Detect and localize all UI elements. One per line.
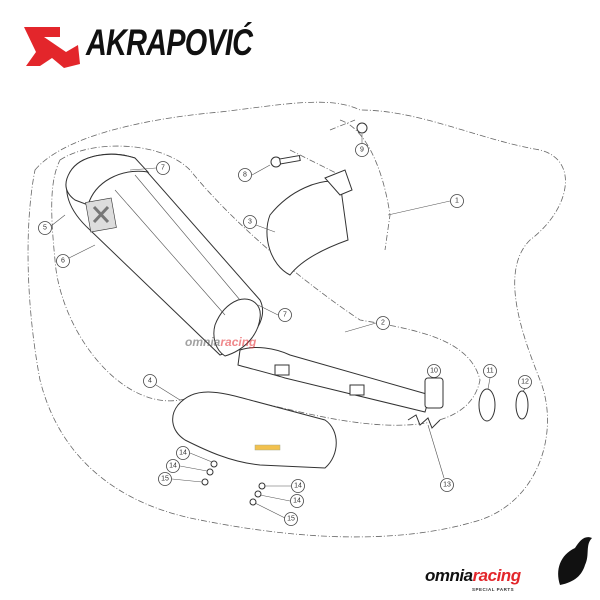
svg-text:10: 10: [430, 368, 438, 375]
svg-text:3: 3: [248, 219, 252, 226]
bracket-boundary-outline: [339, 119, 391, 251]
callout-5: 5: [38, 221, 52, 235]
svg-text:15: 15: [287, 516, 295, 523]
callout-14-d: 14: [290, 494, 304, 508]
svg-text:14: 14: [293, 498, 301, 505]
svg-text:2: 2: [381, 320, 385, 327]
link-pipe-part: [237, 347, 431, 413]
svg-text:14: 14: [169, 463, 177, 470]
callout-4: 4: [143, 374, 157, 388]
gasket-part: [424, 377, 444, 409]
callout-7-top: 7: [156, 161, 170, 175]
omniaracing-logo: omniaracing: [425, 566, 521, 585]
kit-boundary-outline: [27, 101, 566, 538]
omnia-watermark: omniaracing: [185, 335, 257, 349]
callout-12: 12: [518, 375, 532, 389]
heat-shield-part: [172, 391, 337, 469]
link-pipe-boundary-outline: [51, 145, 481, 426]
omnia-griffin-logo: [558, 537, 592, 585]
leader-lines: [50, 134, 526, 519]
svg-text:15: 15: [161, 476, 169, 483]
omniaracing-tagline: SPECIAL PARTS: [472, 587, 515, 592]
callout-7-bottom: 7: [278, 308, 292, 322]
callout-13: 13: [440, 478, 454, 492]
callout-6: 6: [56, 254, 70, 268]
bolt-guide-line: [289, 119, 356, 176]
callout-14-b: 14: [166, 459, 180, 473]
callout-14-a: 14: [176, 446, 190, 460]
muffler-part: [65, 153, 264, 357]
svg-text:1: 1: [455, 198, 459, 205]
svg-text:8: 8: [243, 172, 247, 179]
akrapovic-emblem-logo: [24, 27, 80, 68]
svg-text:14: 14: [179, 450, 187, 457]
svg-text:11: 11: [486, 368, 493, 375]
callout-11: 11: [483, 364, 497, 378]
svg-text:9: 9: [360, 147, 364, 154]
svg-text:7: 7: [161, 165, 165, 172]
callout-8: 8: [238, 168, 252, 182]
callout-9: 9: [355, 143, 369, 157]
svg-text:12: 12: [521, 379, 529, 386]
heat-shield-clamp-part: [266, 169, 353, 276]
bolt-part: [270, 154, 301, 168]
clamp-part: [478, 388, 496, 422]
screw-washer-set: [201, 460, 266, 506]
callout-3: 3: [243, 215, 257, 229]
callout-14-c: 14: [291, 479, 305, 493]
svg-text:4: 4: [148, 378, 152, 385]
svg-text:6: 6: [61, 258, 65, 265]
akrapovic-wordmark: AKRAPOVIĆ: [86, 22, 253, 63]
svg-text:13: 13: [443, 482, 451, 489]
small-clamp-part: [515, 390, 529, 420]
svg-text:7: 7: [283, 312, 287, 319]
callout-15-b: 15: [284, 512, 298, 526]
callout-15-a: 15: [158, 472, 172, 486]
spring-part: [407, 414, 441, 429]
svg-text:5: 5: [43, 225, 47, 232]
callout-10: 10: [427, 364, 441, 378]
nut-part: [356, 122, 368, 134]
svg-text:14: 14: [294, 483, 302, 490]
callout-2: 2: [376, 316, 390, 330]
callout-1: 1: [450, 194, 464, 208]
